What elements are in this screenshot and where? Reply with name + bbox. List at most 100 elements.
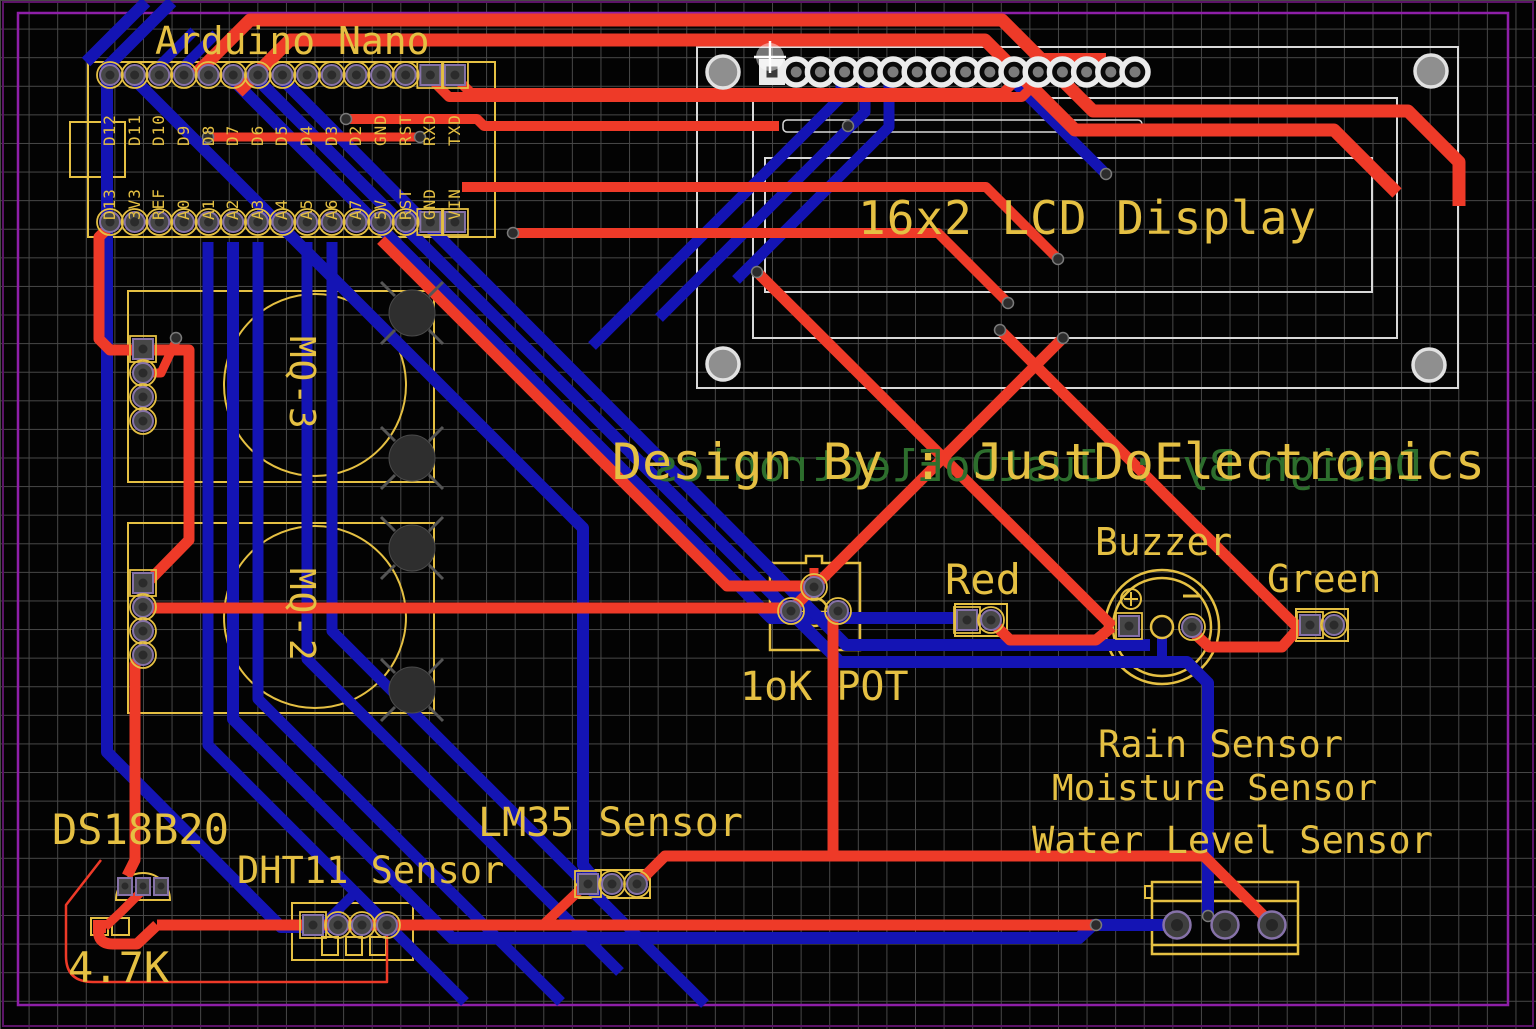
dht11-pad[interactable]: [324, 911, 352, 939]
ds18b20-pad[interactable]: [117, 877, 133, 896]
arduino-pad-top[interactable]: [243, 61, 272, 89]
lcd-pad[interactable]: [949, 56, 982, 88]
arduino-pad-top[interactable]: [96, 61, 124, 89]
led-red-pad[interactable]: [977, 606, 1005, 634]
arduino-pad-top[interactable]: [416, 61, 445, 89]
arduino-pad-bottom[interactable]: [120, 208, 149, 236]
terminal-pad[interactable]: [1257, 910, 1287, 940]
lm35-pad[interactable]: [623, 870, 651, 898]
arduino-pad-bottom[interactable]: [194, 208, 223, 236]
label-dht11[interactable]: DHT11 Sensor: [237, 849, 505, 892]
buzzer-pad-plus[interactable]: [1115, 612, 1143, 640]
led-red-pad[interactable]: [953, 606, 981, 634]
label-lm35[interactable]: LM35 Sensor: [478, 800, 743, 846]
dht11-pad[interactable]: [373, 911, 401, 939]
terminal-pad[interactable]: [1162, 910, 1192, 940]
lcd-pad[interactable]: [780, 56, 812, 88]
led-green-pad[interactable]: [1320, 611, 1348, 639]
label-lcd[interactable]: 16x2 LCD Display: [858, 191, 1318, 245]
ds18b20-pad[interactable]: [135, 877, 151, 896]
lcd-pad[interactable]: [1119, 56, 1151, 88]
lcd-pad[interactable]: [925, 56, 958, 88]
vias[interactable]: [169, 112, 1215, 932]
arduino-pad-top[interactable]: [219, 61, 248, 89]
mq2-pad[interactable]: [129, 641, 157, 669]
label-ds18b20[interactable]: DS18B20: [52, 805, 230, 854]
arduino-pad-bottom[interactable]: [170, 208, 198, 236]
via[interactable]: [339, 112, 353, 126]
via[interactable]: [1051, 252, 1065, 266]
arduino-pad-bottom[interactable]: [342, 208, 371, 236]
label-moisture-sensor[interactable]: Moisture Sensor: [1052, 768, 1378, 809]
lcd-pad[interactable]: [1095, 56, 1127, 88]
arduino-pad-bottom[interactable]: [367, 208, 395, 236]
mq2-outline[interactable]: [127, 522, 435, 714]
arduino-pad-top[interactable]: [170, 61, 198, 89]
terminal-pad[interactable]: [1210, 910, 1240, 940]
arduino-pad-top[interactable]: [391, 61, 420, 89]
via[interactable]: [169, 331, 183, 345]
label-mq2[interactable]: MQ-2: [281, 568, 322, 663]
lm35-pad[interactable]: [574, 870, 602, 898]
label-mq3[interactable]: MQ-3: [281, 336, 322, 431]
arduino-pad-bottom[interactable]: [243, 208, 272, 236]
arduino-pad-top[interactable]: [268, 61, 297, 89]
arduino-pad-bottom[interactable]: [391, 208, 420, 236]
via[interactable]: [993, 323, 1007, 337]
pot-pad[interactable]: [824, 597, 852, 625]
arduino-pad-top[interactable]: [194, 61, 223, 89]
pot-pad[interactable]: [800, 573, 828, 601]
arduino-pad-top[interactable]: [441, 61, 469, 89]
led-green-pad[interactable]: [1296, 611, 1324, 639]
arduino-pad-bottom[interactable]: [219, 208, 248, 236]
lm35-pad[interactable]: [598, 870, 626, 898]
pads[interactable]: [93, 56, 1348, 940]
arduino-pad-bottom[interactable]: [293, 208, 322, 236]
led-red-outline[interactable]: [954, 603, 1008, 637]
via[interactable]: [1089, 918, 1103, 932]
via[interactable]: [1001, 296, 1015, 310]
arduino-pad-bottom[interactable]: [96, 208, 124, 236]
via[interactable]: [750, 265, 764, 279]
via[interactable]: [413, 130, 427, 144]
label-pot[interactable]: 1oK POT: [740, 664, 909, 710]
label-water-level-sensor[interactable]: Water Level Sensor: [1032, 819, 1433, 862]
mq3-pad[interactable]: [129, 407, 157, 435]
mq2-pad[interactable]: [129, 593, 157, 621]
arduino-pad-top[interactable]: [145, 61, 174, 89]
buzzer-pad-minus[interactable]: [1178, 613, 1206, 641]
via[interactable]: [201, 130, 215, 144]
pot-pad[interactable]: [777, 597, 805, 625]
resistor-pad[interactable]: [93, 920, 106, 933]
mq3-pad[interactable]: [129, 383, 157, 411]
via[interactable]: [1099, 167, 1113, 181]
arduino-pad-bottom[interactable]: [416, 208, 445, 236]
via[interactable]: [1056, 331, 1070, 345]
label-credit[interactable]: Design By : JustDoElectronics: [612, 433, 1485, 491]
lcd-pad[interactable]: [998, 56, 1030, 88]
arduino-pad-bottom[interactable]: [268, 208, 297, 236]
arduino-pad-bottom[interactable]: [145, 208, 174, 236]
label-rain-sensor[interactable]: Rain Sensor: [1098, 723, 1344, 766]
lcd-pad[interactable]: [901, 56, 933, 88]
arduino-pad-top[interactable]: [342, 61, 371, 89]
label-led-green[interactable]: Green: [1267, 557, 1382, 601]
via[interactable]: [506, 226, 520, 240]
label-resistor[interactable]: 4.7K: [68, 943, 170, 992]
via[interactable]: [841, 119, 855, 133]
arduino-pad-top[interactable]: [120, 61, 149, 89]
arduino-pad-bottom[interactable]: [441, 208, 469, 236]
mq2-pad[interactable]: [129, 617, 157, 645]
dht11-pad[interactable]: [299, 911, 327, 939]
dht11-pad[interactable]: [348, 911, 376, 939]
label-led-red[interactable]: Red: [945, 555, 1021, 604]
label-arduino[interactable]: Arduino Nano: [155, 19, 430, 63]
arduino-pad-top[interactable]: [293, 61, 322, 89]
arduino-pad-top[interactable]: [367, 61, 395, 89]
arduino-pad-bottom[interactable]: [317, 208, 346, 236]
mq3-pad[interactable]: [129, 335, 157, 363]
ds18b20-pad[interactable]: [153, 877, 169, 896]
